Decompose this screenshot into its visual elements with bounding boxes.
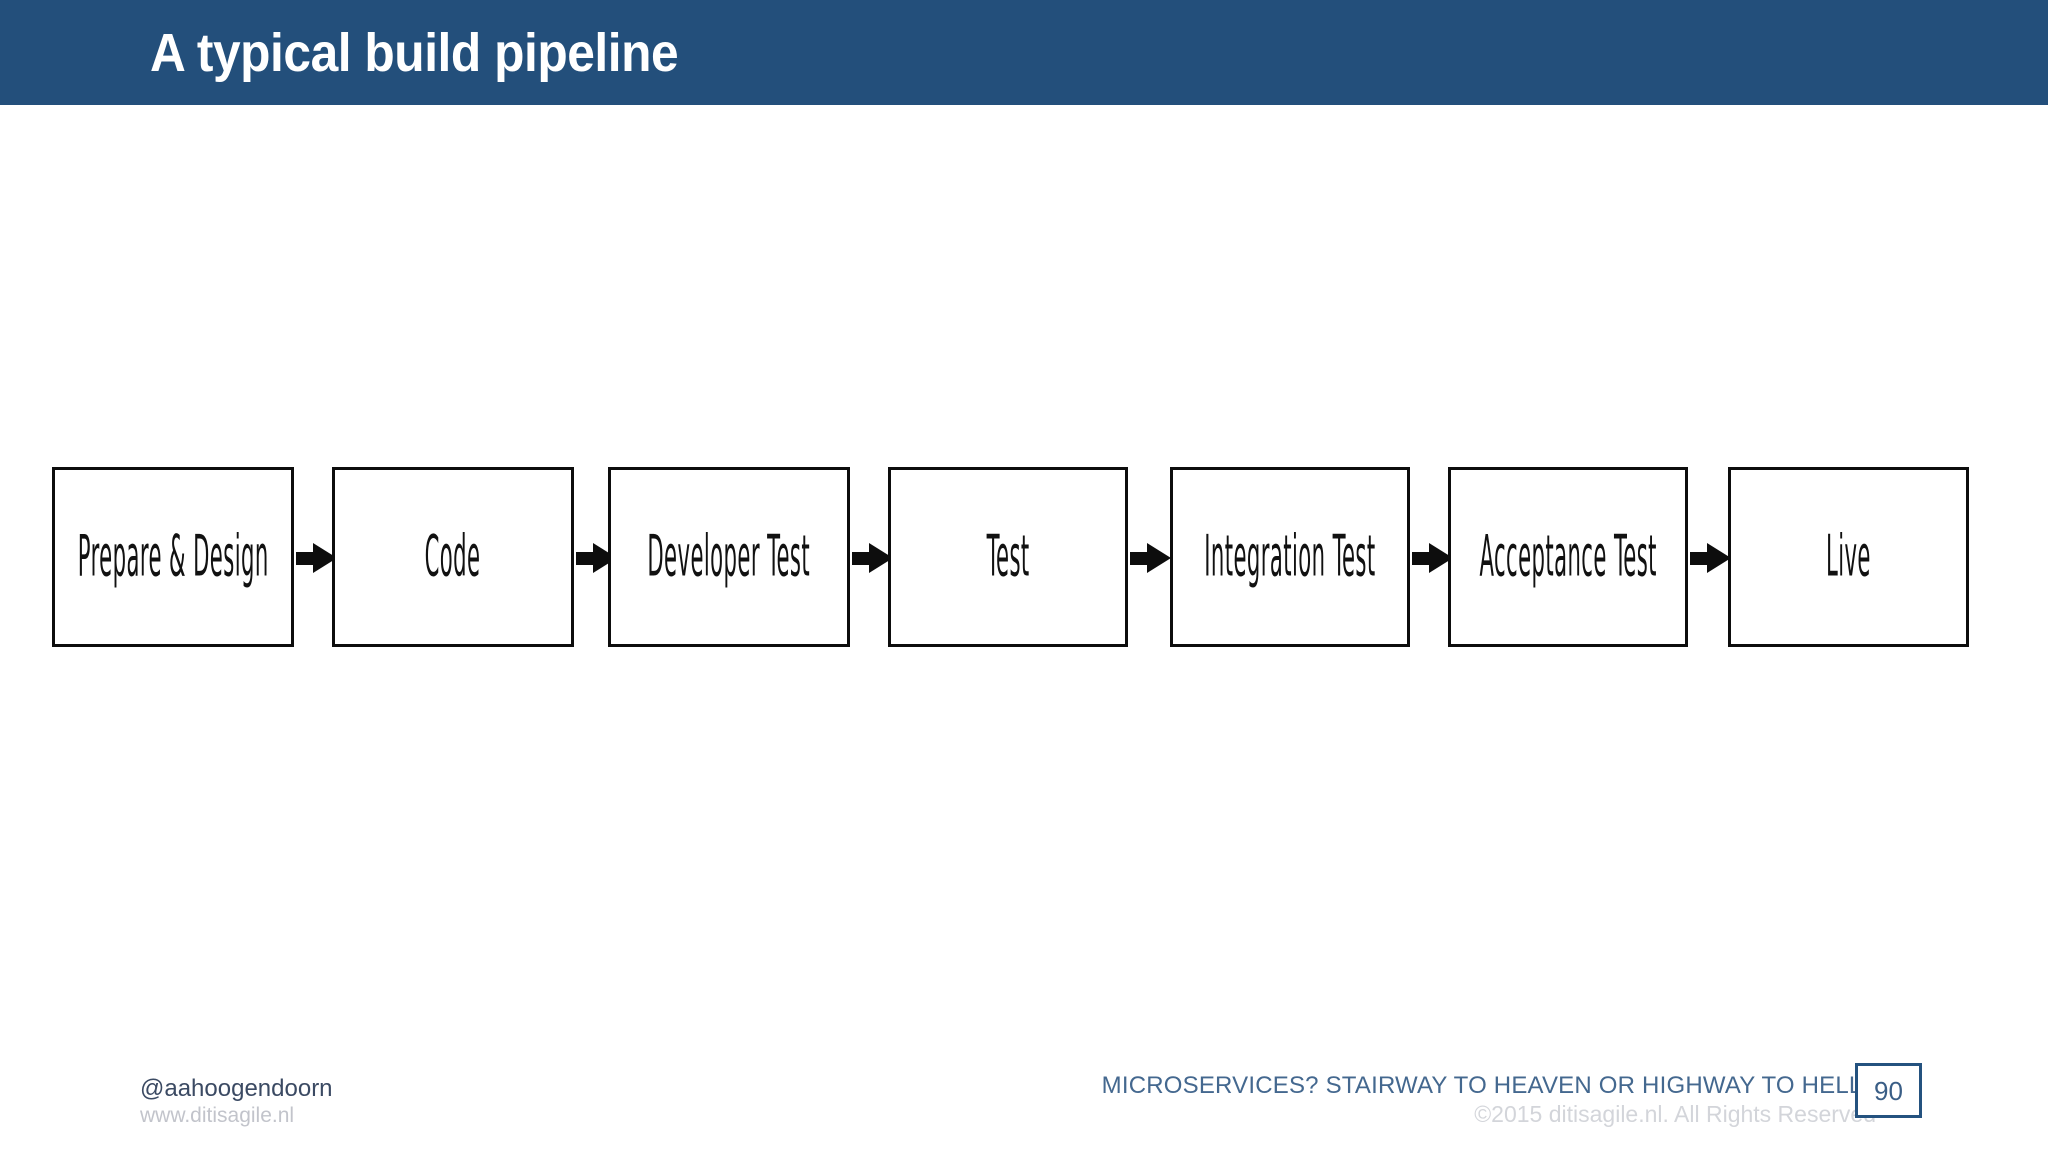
arrow-head: [1147, 543, 1171, 573]
pipeline-stage-label: Acceptance Test: [1479, 523, 1657, 590]
arrow-shaft: [1690, 552, 1710, 565]
pipeline-stage-test[interactable]: Test: [888, 467, 1128, 647]
footer-right-block: MICROSERVICES? STAIRWAY TO HEAVEN OR HIG…: [876, 1072, 1876, 1128]
pipeline-stage-integration-test[interactable]: Integration Test: [1170, 467, 1410, 647]
arrow-head: [1707, 543, 1731, 573]
pipeline-stage-acceptance-test[interactable]: Acceptance Test: [1448, 467, 1688, 647]
footer-left-block: @aahoogendoorn www.ditisagile.nl: [140, 1075, 660, 1129]
author-handle: @aahoogendoorn: [140, 1075, 333, 1102]
pipeline-stage-label: Test: [986, 523, 1030, 590]
pipeline-stage-prepare-design[interactable]: Prepare & Design: [52, 467, 294, 647]
page-number-badge: 90: [1855, 1063, 1922, 1118]
pipeline-stage-live[interactable]: Live: [1728, 467, 1969, 647]
slide-header-bar: [0, 0, 2048, 105]
arrow-shaft: [1130, 552, 1150, 565]
pipeline-stage-code[interactable]: Code: [332, 467, 574, 647]
pipeline-stage-developer-test[interactable]: Developer Test: [608, 467, 850, 647]
pipeline-arrow-icon-5: [1412, 543, 1453, 573]
page-title: A typical build pipeline: [150, 23, 679, 83]
copyright-notice: ©2015 ditisagile.nl. All Rights Reserved: [1474, 1101, 1876, 1127]
author-website: www.ditisagile.nl: [140, 1104, 295, 1127]
pipeline-stage-label: Prepare & Design: [77, 523, 269, 590]
pipeline-stage-label: Developer Test: [647, 523, 811, 590]
build-pipeline-diagram: Prepare & Design Code Developer Test Tes…: [0, 467, 2048, 649]
pipeline-arrow-icon-6: [1690, 543, 1731, 573]
arrow-shaft: [852, 552, 872, 565]
arrow-shaft: [576, 552, 596, 565]
arrow-shaft: [1412, 552, 1432, 565]
pipeline-stage-label: Code: [425, 523, 481, 590]
page-number: 90: [1874, 1075, 1903, 1106]
pipeline-arrow-icon-3: [852, 543, 893, 573]
pipeline-arrow-icon-1: [296, 543, 337, 573]
deck-title: MICROSERVICES? STAIRWAY TO HEAVEN OR HIG…: [1101, 1072, 1876, 1099]
pipeline-stage-label: Live: [1826, 523, 1871, 590]
pipeline-arrow-icon-4: [1130, 543, 1171, 573]
pipeline-stage-label: Integration Test: [1204, 523, 1376, 590]
arrow-shaft: [296, 552, 316, 565]
